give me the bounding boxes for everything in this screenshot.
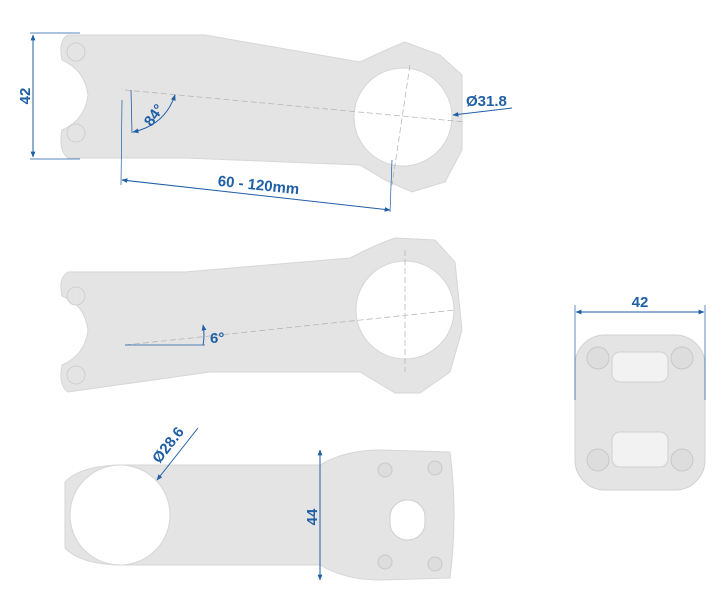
extension-line xyxy=(120,99,123,186)
bolt-hole xyxy=(66,286,86,306)
bolt-hole xyxy=(670,448,694,472)
faceplate-slot xyxy=(389,499,426,541)
angle-arc xyxy=(132,94,176,134)
bolt-hole xyxy=(66,42,86,62)
bolt-hole xyxy=(377,554,393,570)
stem-side-view-top: 42 84° 60 - 120mm Ø31.8 xyxy=(17,32,513,213)
faceplate-window xyxy=(611,431,669,468)
bolt-hole xyxy=(586,346,610,370)
steerer-diameter-label: Ø28.6 xyxy=(149,424,188,467)
bolt-hole xyxy=(377,462,393,478)
bolt-hole xyxy=(586,448,610,472)
bolt-hole xyxy=(427,460,443,476)
centerline xyxy=(391,64,411,186)
stem-body xyxy=(60,237,463,394)
centerline xyxy=(124,309,456,346)
clamp-bore xyxy=(353,67,453,167)
width-label: 42 xyxy=(632,294,649,311)
length-label: 60 - 120mm xyxy=(217,173,300,198)
angle-arc xyxy=(201,324,207,346)
stem-body xyxy=(60,34,463,193)
stem-side-view-middle: 6° xyxy=(60,237,463,394)
centerline xyxy=(124,89,466,123)
stem-front-view: 42 xyxy=(574,294,706,491)
rise-label: 6° xyxy=(210,330,224,347)
dimension-line xyxy=(121,178,391,212)
stem-top-view: Ø28.6 44 xyxy=(64,424,455,581)
height-label: 42 xyxy=(17,88,34,105)
leader-line xyxy=(452,107,513,117)
bolt-hole xyxy=(670,346,694,370)
clamp-height-label: 44 xyxy=(304,508,321,525)
faceplate-window xyxy=(611,351,669,383)
steerer-bore xyxy=(69,464,171,566)
clamp-diameter-label: Ø31.8 xyxy=(466,93,507,110)
bolt-hole xyxy=(427,556,443,572)
bolt-hole xyxy=(66,123,86,143)
bolt-hole xyxy=(66,365,86,385)
faceplate xyxy=(574,334,706,491)
leader-line xyxy=(156,427,199,481)
angle-leg xyxy=(130,89,133,134)
